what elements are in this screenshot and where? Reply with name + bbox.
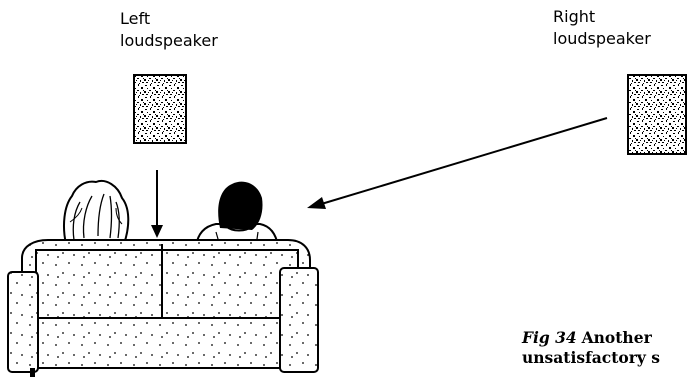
listener-curly-hair: [64, 181, 128, 244]
listener-dark-hair: [196, 182, 278, 246]
left-sound-arrow: [151, 170, 163, 238]
caption-text-line2: unsatisfactory s: [522, 348, 660, 368]
caption-line1: Fig 34 Another: [522, 328, 660, 348]
figure-caption: Fig 34 Another unsatisfactory s: [522, 328, 660, 368]
caption-fig-number: Fig 34: [522, 328, 577, 347]
caption-text-line1: Another: [582, 328, 652, 347]
right-sound-arrow: [307, 118, 607, 209]
right-loudspeaker-icon: [628, 75, 686, 154]
sofa: [8, 240, 318, 377]
left-loudspeaker-icon: [134, 75, 186, 143]
